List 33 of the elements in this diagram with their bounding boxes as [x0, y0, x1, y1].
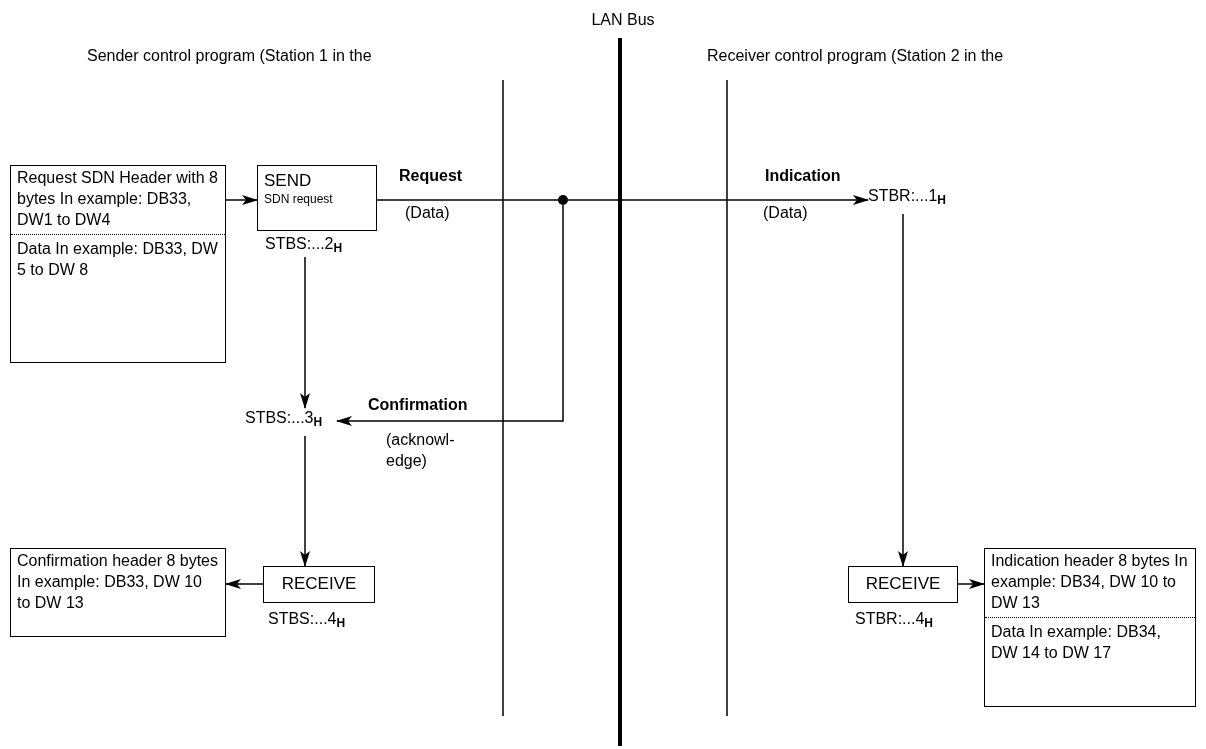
arrow: [225, 579, 264, 589]
process-box: RECEIVE: [848, 566, 958, 603]
edge-note: (Data): [763, 203, 809, 223]
box-heading: Confirmation header 8 bytes In example: DB33, DW 10 to DW 13: [16, 551, 219, 613]
column-heading: Sender control program (Station 1 in the: [87, 46, 373, 66]
status-label: STBR:...4$_{H}$: [855, 609, 934, 630]
process-box: RECEIVE: [263, 566, 375, 603]
box-text: Data In example: DB34, DW 14 to DW 17: [990, 622, 1162, 664]
arrow: [225, 195, 258, 205]
arrow: [567, 195, 869, 205]
box-heading: Indication header 8 bytes In example: DB34, DW 10 to DW 13: [985, 549, 1195, 619]
arrow: [898, 213, 908, 567]
process-box: [257, 165, 377, 231]
status-label: STBR:...1$_{H}$: [868, 186, 952, 214]
arrow: [300, 256, 310, 409]
status-label: STBS:...2$_{H}$: [265, 234, 343, 255]
column-heading: Receiver control program (Station 2 in the: [707, 46, 1005, 66]
box-heading: Request SDN Header with 8 bytes In example: DB33, DW1 to DW4: [11, 166, 225, 236]
process-box: [10, 165, 226, 363]
edge-note: (Data): [405, 203, 451, 223]
arrow: [336, 204, 564, 426]
process-box: [984, 548, 1196, 707]
bus-title: LAN Bus: [590, 10, 656, 30]
box-text: Data In example: DB33, DW 5 to DW 8: [16, 239, 219, 281]
arrow: [957, 579, 985, 589]
arrow: [300, 435, 310, 567]
edge-note: (acknowl- edge): [386, 430, 456, 471]
status-label: STBS:...3$_{H}$: [245, 408, 337, 436]
box-heading: SEND: [263, 170, 313, 192]
box-text: SDN request: [263, 192, 334, 208]
status-label: STBS:...4$_{H}$: [268, 609, 346, 630]
process-box: [10, 548, 226, 637]
edge-label: Request: [397, 166, 465, 187]
